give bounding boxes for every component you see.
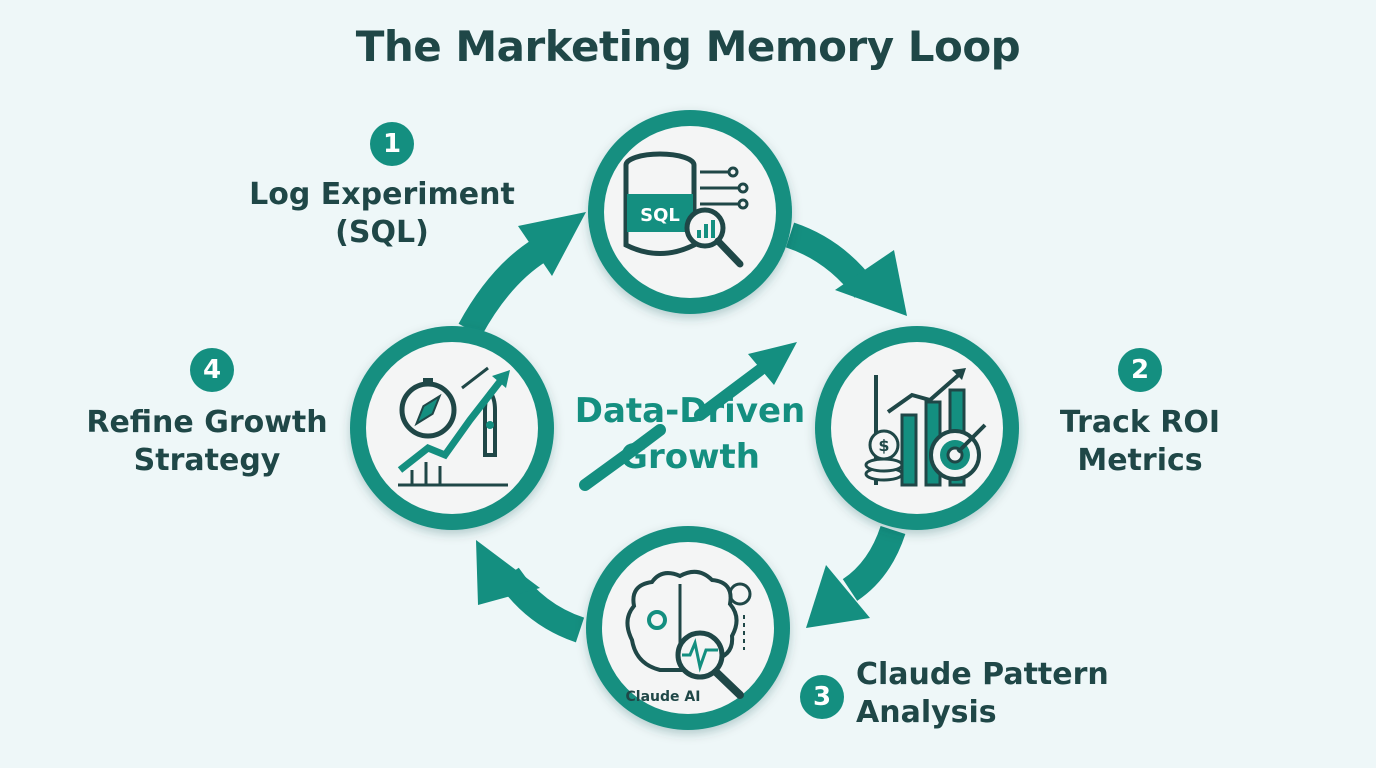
arrow-step4-to-step1 [458, 238, 548, 337]
step2-label-line2: Metrics [1077, 443, 1203, 478]
claude-ai-icon-label: Claude AI [626, 689, 701, 705]
step1-label-line1: Log Experiment [249, 177, 515, 212]
node-step2: $ [815, 326, 1019, 530]
step2-label: Track ROI Metrics [1030, 404, 1250, 480]
svg-text:$: $ [878, 436, 889, 455]
arrow-step2-to-step3 [842, 525, 906, 601]
sql-icon-label: SQL [640, 205, 680, 226]
center-growth-arrow [579, 364, 766, 491]
arrow-heads [476, 212, 907, 628]
step1-label: Log Experiment (SQL) [232, 176, 532, 252]
diagram-title: The Marketing Memory Loop [355, 22, 1021, 71]
database-sql-icon: SQL [623, 151, 749, 268]
arrowhead-to-step3 [806, 565, 870, 628]
step3-label-line1: Claude Pattern [856, 657, 1109, 692]
step4-label-line1: Refine Growth [86, 405, 328, 440]
loop-arrows [458, 222, 906, 643]
roi-chart-target-icon: $ [864, 368, 987, 487]
compass-rocket-icon [397, 366, 510, 487]
step1-label-line2: (SQL) [335, 215, 429, 250]
step4-number-badge: 4 [190, 348, 234, 392]
step3-label: Claude Pattern Analysis [856, 656, 1156, 732]
step2-label-line1: Track ROI [1059, 405, 1221, 440]
ai-brain-analysis-icon: Claude AI [625, 569, 752, 705]
center-arrowhead [748, 342, 797, 385]
step4-label-line2: Strategy [133, 443, 281, 478]
arrowhead-to-step2 [835, 250, 907, 316]
step3-label-line2: Analysis [856, 695, 997, 730]
arrowhead-to-step1 [518, 212, 586, 276]
node-step4 [350, 326, 554, 530]
node-step3: Claude AI [586, 526, 790, 730]
center-label-line1: Data-Driven [574, 391, 806, 431]
step4-label: Refine Growth Strategy [62, 404, 352, 480]
center-label: Data-Driven Growth [560, 388, 820, 480]
center-label-line2: Growth [620, 437, 760, 477]
step2-number-badge: 2 [1118, 348, 1162, 392]
arrowhead-to-step4 [476, 540, 540, 605]
step3-number-badge: 3 [800, 675, 844, 719]
step1-number-badge: 1 [370, 122, 414, 166]
node-step1: SQL [588, 110, 792, 314]
